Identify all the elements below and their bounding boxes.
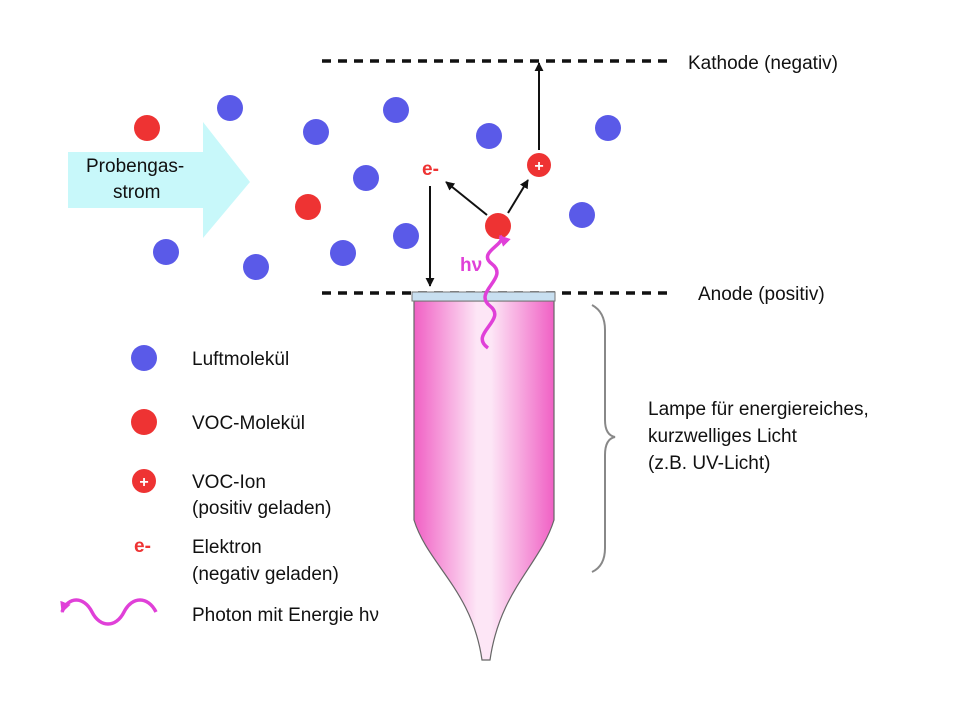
air-molecule xyxy=(303,119,329,145)
lamp-brace xyxy=(591,304,616,573)
molecule-to-electron-arrow xyxy=(445,181,488,216)
air-molecule xyxy=(153,239,179,265)
air-molecule xyxy=(243,254,269,280)
svg-text:+: + xyxy=(139,474,148,491)
legend-ion-symbol: + xyxy=(132,469,156,493)
lamp-label-line3: (z.B. UV-Licht) xyxy=(648,453,770,474)
air-molecule xyxy=(353,165,379,191)
legend-ion-label-line1: VOC-Ion xyxy=(192,472,266,493)
legend-electron-symbol: e- xyxy=(134,536,151,557)
air-molecule xyxy=(569,202,595,228)
air-molecule xyxy=(383,97,409,123)
voc-ion: + xyxy=(527,153,551,177)
legend-voc-label: VOC-Molekül xyxy=(192,413,305,434)
air-molecule xyxy=(393,223,419,249)
photon-energy-label: hν xyxy=(460,255,482,276)
voc-molecule-ionized xyxy=(485,213,511,239)
voc-molecules xyxy=(134,115,511,239)
photon-wave xyxy=(480,234,511,350)
anode-label: Anode (positiv) xyxy=(698,284,825,305)
legend-voc-symbol xyxy=(131,409,157,435)
air-molecule xyxy=(476,123,502,149)
legend-electron-label-line1: Elektron xyxy=(192,537,262,558)
svg-text:+: + xyxy=(534,158,543,175)
legend-ion-label-line2: (positiv geladen) xyxy=(192,498,331,519)
lamp-label-line1: Lampe für energiereiches, xyxy=(648,399,869,420)
uv-lamp xyxy=(411,291,556,661)
air-molecule xyxy=(217,95,243,121)
voc-molecule xyxy=(134,115,160,141)
legend: Luftmolekül VOC-Molekül + VOC-Ion (posit… xyxy=(60,345,379,626)
air-molecule xyxy=(595,115,621,141)
legend-photon-label: Photon mit Energie hν xyxy=(192,605,379,626)
legend-electron-label-line2: (negativ geladen) xyxy=(192,564,339,585)
flow-label-line2: strom xyxy=(113,182,161,203)
legend-air-label: Luftmolekül xyxy=(192,349,289,370)
sample-gas-flow-arrow: Probengas- strom xyxy=(68,122,250,238)
electron-label: e- xyxy=(422,159,439,180)
air-molecule xyxy=(330,240,356,266)
legend-photon-symbol xyxy=(60,598,158,626)
legend-air-symbol xyxy=(131,345,157,371)
air-molecules xyxy=(153,95,621,280)
cathode-label: Kathode (negativ) xyxy=(688,53,838,74)
voc-molecule xyxy=(295,194,321,220)
lamp-label-line2: kurzwelliges Licht xyxy=(648,426,798,447)
molecule-to-ion-arrow xyxy=(507,179,529,214)
flow-label-line1: Probengas- xyxy=(86,156,184,177)
